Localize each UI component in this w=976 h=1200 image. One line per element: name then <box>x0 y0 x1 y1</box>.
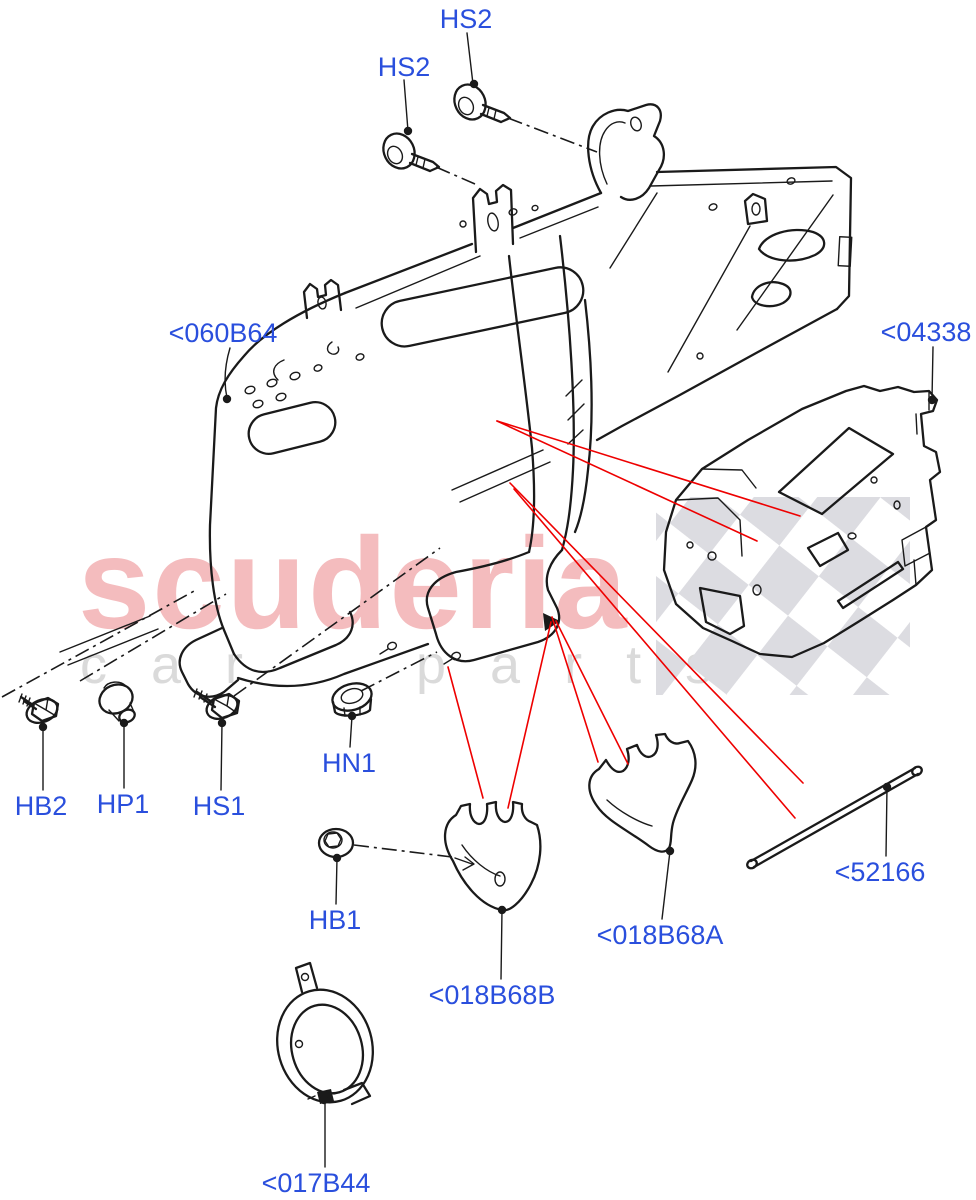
part-label-speaker-ring: <017B44 <box>261 1168 371 1198</box>
leader-dots <box>38 79 937 1105</box>
part-label-bracket-lower-b: <018B68B <box>428 980 556 1010</box>
lower-bracket-a-drawing <box>588 732 697 853</box>
part-label-hp1: HP1 <box>96 789 150 819</box>
part-label-frame-panel: <060B64 <box>168 318 278 348</box>
part-label-support-bracket: <04338 <box>880 317 972 347</box>
red-callout-lines <box>447 420 804 819</box>
checkered-flag-watermark <box>656 497 910 695</box>
fastener-hn1-drawing <box>331 682 373 717</box>
fastener-hb1-drawing <box>317 827 355 859</box>
assembly-axis-lines <box>1 117 598 871</box>
part-label-hs1: HS1 <box>192 791 246 821</box>
support-bracket-drawing <box>662 384 942 659</box>
fastener-hp1-drawing <box>98 681 136 724</box>
part-label-hs2-top: HS2 <box>439 4 493 34</box>
lower-bracket-b-drawing <box>443 800 542 912</box>
speaker-ring-drawing <box>276 961 374 1106</box>
part-label-hb1: HB1 <box>308 905 362 935</box>
part-label-hs2-upper: HS2 <box>377 52 431 82</box>
fastener-hb2-drawing <box>18 693 60 724</box>
part-label-support-rod: <52166 <box>834 857 926 887</box>
part-label-bracket-lower-a: <018B68A <box>596 920 724 950</box>
fastener-hs1-drawing <box>193 688 241 720</box>
fastener-hs2-upper-drawing <box>382 132 441 173</box>
fastener-hs2-top-drawing <box>453 83 512 124</box>
frame-drawing <box>59 103 853 698</box>
part-label-hb2: HB2 <box>14 791 68 821</box>
label-leader-lines <box>42 32 934 1168</box>
support-rod-drawing <box>746 765 923 870</box>
part-label-hn1: HN1 <box>321 748 377 778</box>
